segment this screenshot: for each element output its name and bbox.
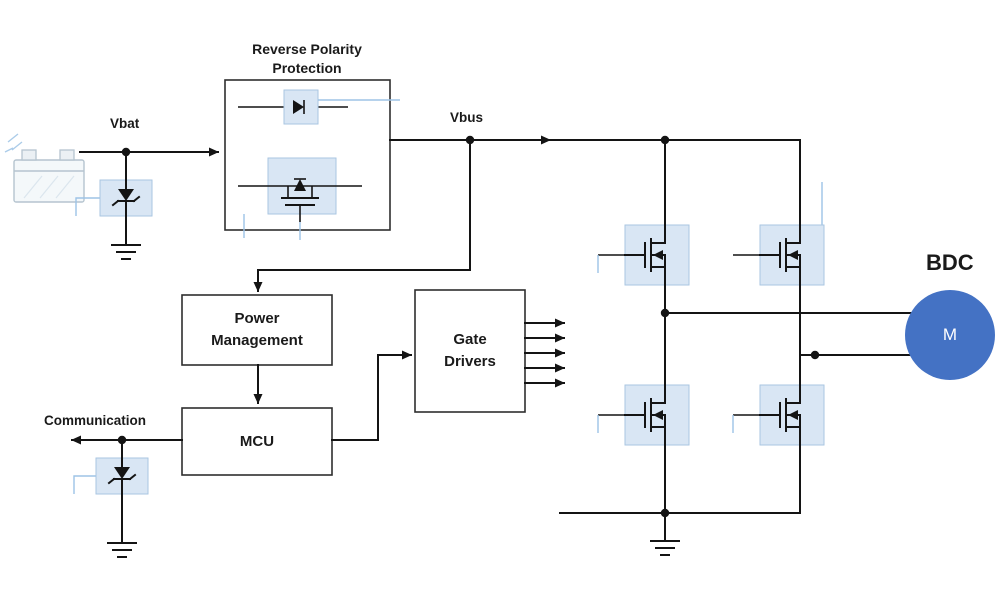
vbus-label: Vbus [450,110,484,125]
mcu-label: MCU [239,432,275,450]
mosfet-icon [759,384,825,446]
communication-label: Communication [44,413,147,428]
motor-m-label: M [942,325,958,344]
power-management-box [181,294,333,366]
tvs-diode-icon [99,179,153,217]
mosfet-icon [624,224,690,286]
vbat-wire [79,147,219,157]
ground-icon [111,244,141,260]
diode-icon [293,100,304,114]
vbus-wire [389,135,801,145]
motor-icon [905,290,995,380]
gate-drivers-box [414,289,526,413]
body-diode-icon [294,179,306,191]
h-bridge [559,135,912,556]
mosfet-icon [624,384,690,446]
mcu-to-gate-drivers-wire [331,350,412,441]
vbus-to-power-management-wire [253,139,471,292]
reverse-polarity-protection-block [224,79,400,240]
mosfet-icon [759,224,825,286]
tvs-diode-icon [95,457,149,495]
ground-icon [107,542,137,558]
battery-icon [4,133,85,203]
gate-drive-signal-arrows [524,318,565,388]
vbat-tvs-branch [75,151,153,260]
gate-drivers-label: Gate Drivers [444,331,496,370]
power-management-label: Power Management [211,310,303,349]
communication-branch [71,435,183,558]
reverse-polarity-protection-title: Reverse Polarity Protection [252,41,362,76]
mcu-box [181,407,333,476]
vbat-label: Vbat [110,116,140,131]
bdc-label: BDC [926,250,974,275]
ground-icon [650,540,680,556]
